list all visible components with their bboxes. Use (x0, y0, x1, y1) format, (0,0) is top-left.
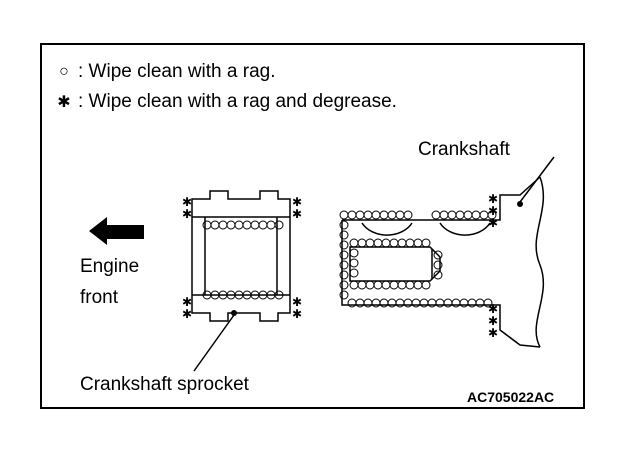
crankshaft-wipe-circles (339, 210, 497, 308)
svg-text:✱: ✱ (182, 295, 192, 309)
sprocket-leader-line (193, 314, 235, 372)
legend-text-wipe: : Wipe clean with a rag. (78, 61, 276, 82)
legend-item-degrease: ✱ : Wipe clean with a rag and degrease. (54, 91, 397, 113)
svg-text:✱: ✱ (292, 207, 302, 221)
svg-text:✱: ✱ (488, 192, 498, 206)
engine-front-label-line1: Engine (80, 256, 140, 277)
svg-text:✱: ✱ (292, 307, 302, 321)
arrow-left-icon (89, 217, 144, 245)
crankshaft-diagram: ✱✱ ✱✱ ✱✱ ✱✱ ✱✱✱ ✱✱✱ (89, 156, 555, 372)
sprocket-label: Crankshaft sprocket (80, 374, 249, 395)
figure-code: AC705022AC (467, 389, 555, 405)
svg-text:✱: ✱ (488, 204, 498, 218)
sprocket-leader-dot (231, 310, 237, 316)
crankshaft-label: Crankshaft (418, 139, 510, 160)
crankshaft-degrease-asterisks: ✱✱✱ ✱✱✱ (488, 192, 498, 340)
svg-text:✱: ✱ (488, 326, 498, 340)
engine-front-label-line2: front (80, 287, 119, 308)
crankshaft-shape (341, 176, 545, 348)
crankshaft-leader-dot (517, 201, 523, 207)
sprocket-degrease-asterisks: ✱✱ ✱✱ ✱✱ ✱✱ (182, 195, 302, 321)
svg-text:✱: ✱ (292, 195, 302, 209)
svg-text:✱: ✱ (182, 207, 192, 221)
diagram-frame: ○ : Wipe clean with a rag. ✱ : Wipe clea… (40, 43, 585, 409)
legend-item-wipe: ○ : Wipe clean with a rag. (54, 61, 275, 83)
legend-text-degrease: : Wipe clean with a rag and degrease. (78, 91, 397, 112)
svg-text:✱: ✱ (292, 295, 302, 309)
svg-text:✱: ✱ (488, 216, 498, 230)
sprocket-shape (191, 190, 291, 322)
svg-text:✱: ✱ (182, 307, 192, 321)
crankshaft-leader-line (519, 156, 555, 203)
svg-text:✱: ✱ (182, 195, 192, 209)
svg-text:✱: ✱ (488, 302, 498, 316)
circle-symbol-icon: ○ (59, 63, 69, 80)
asterisk-symbol-icon: ✱ (57, 94, 71, 111)
sprocket-wipe-circles (202, 220, 284, 300)
svg-text:✱: ✱ (488, 314, 498, 328)
